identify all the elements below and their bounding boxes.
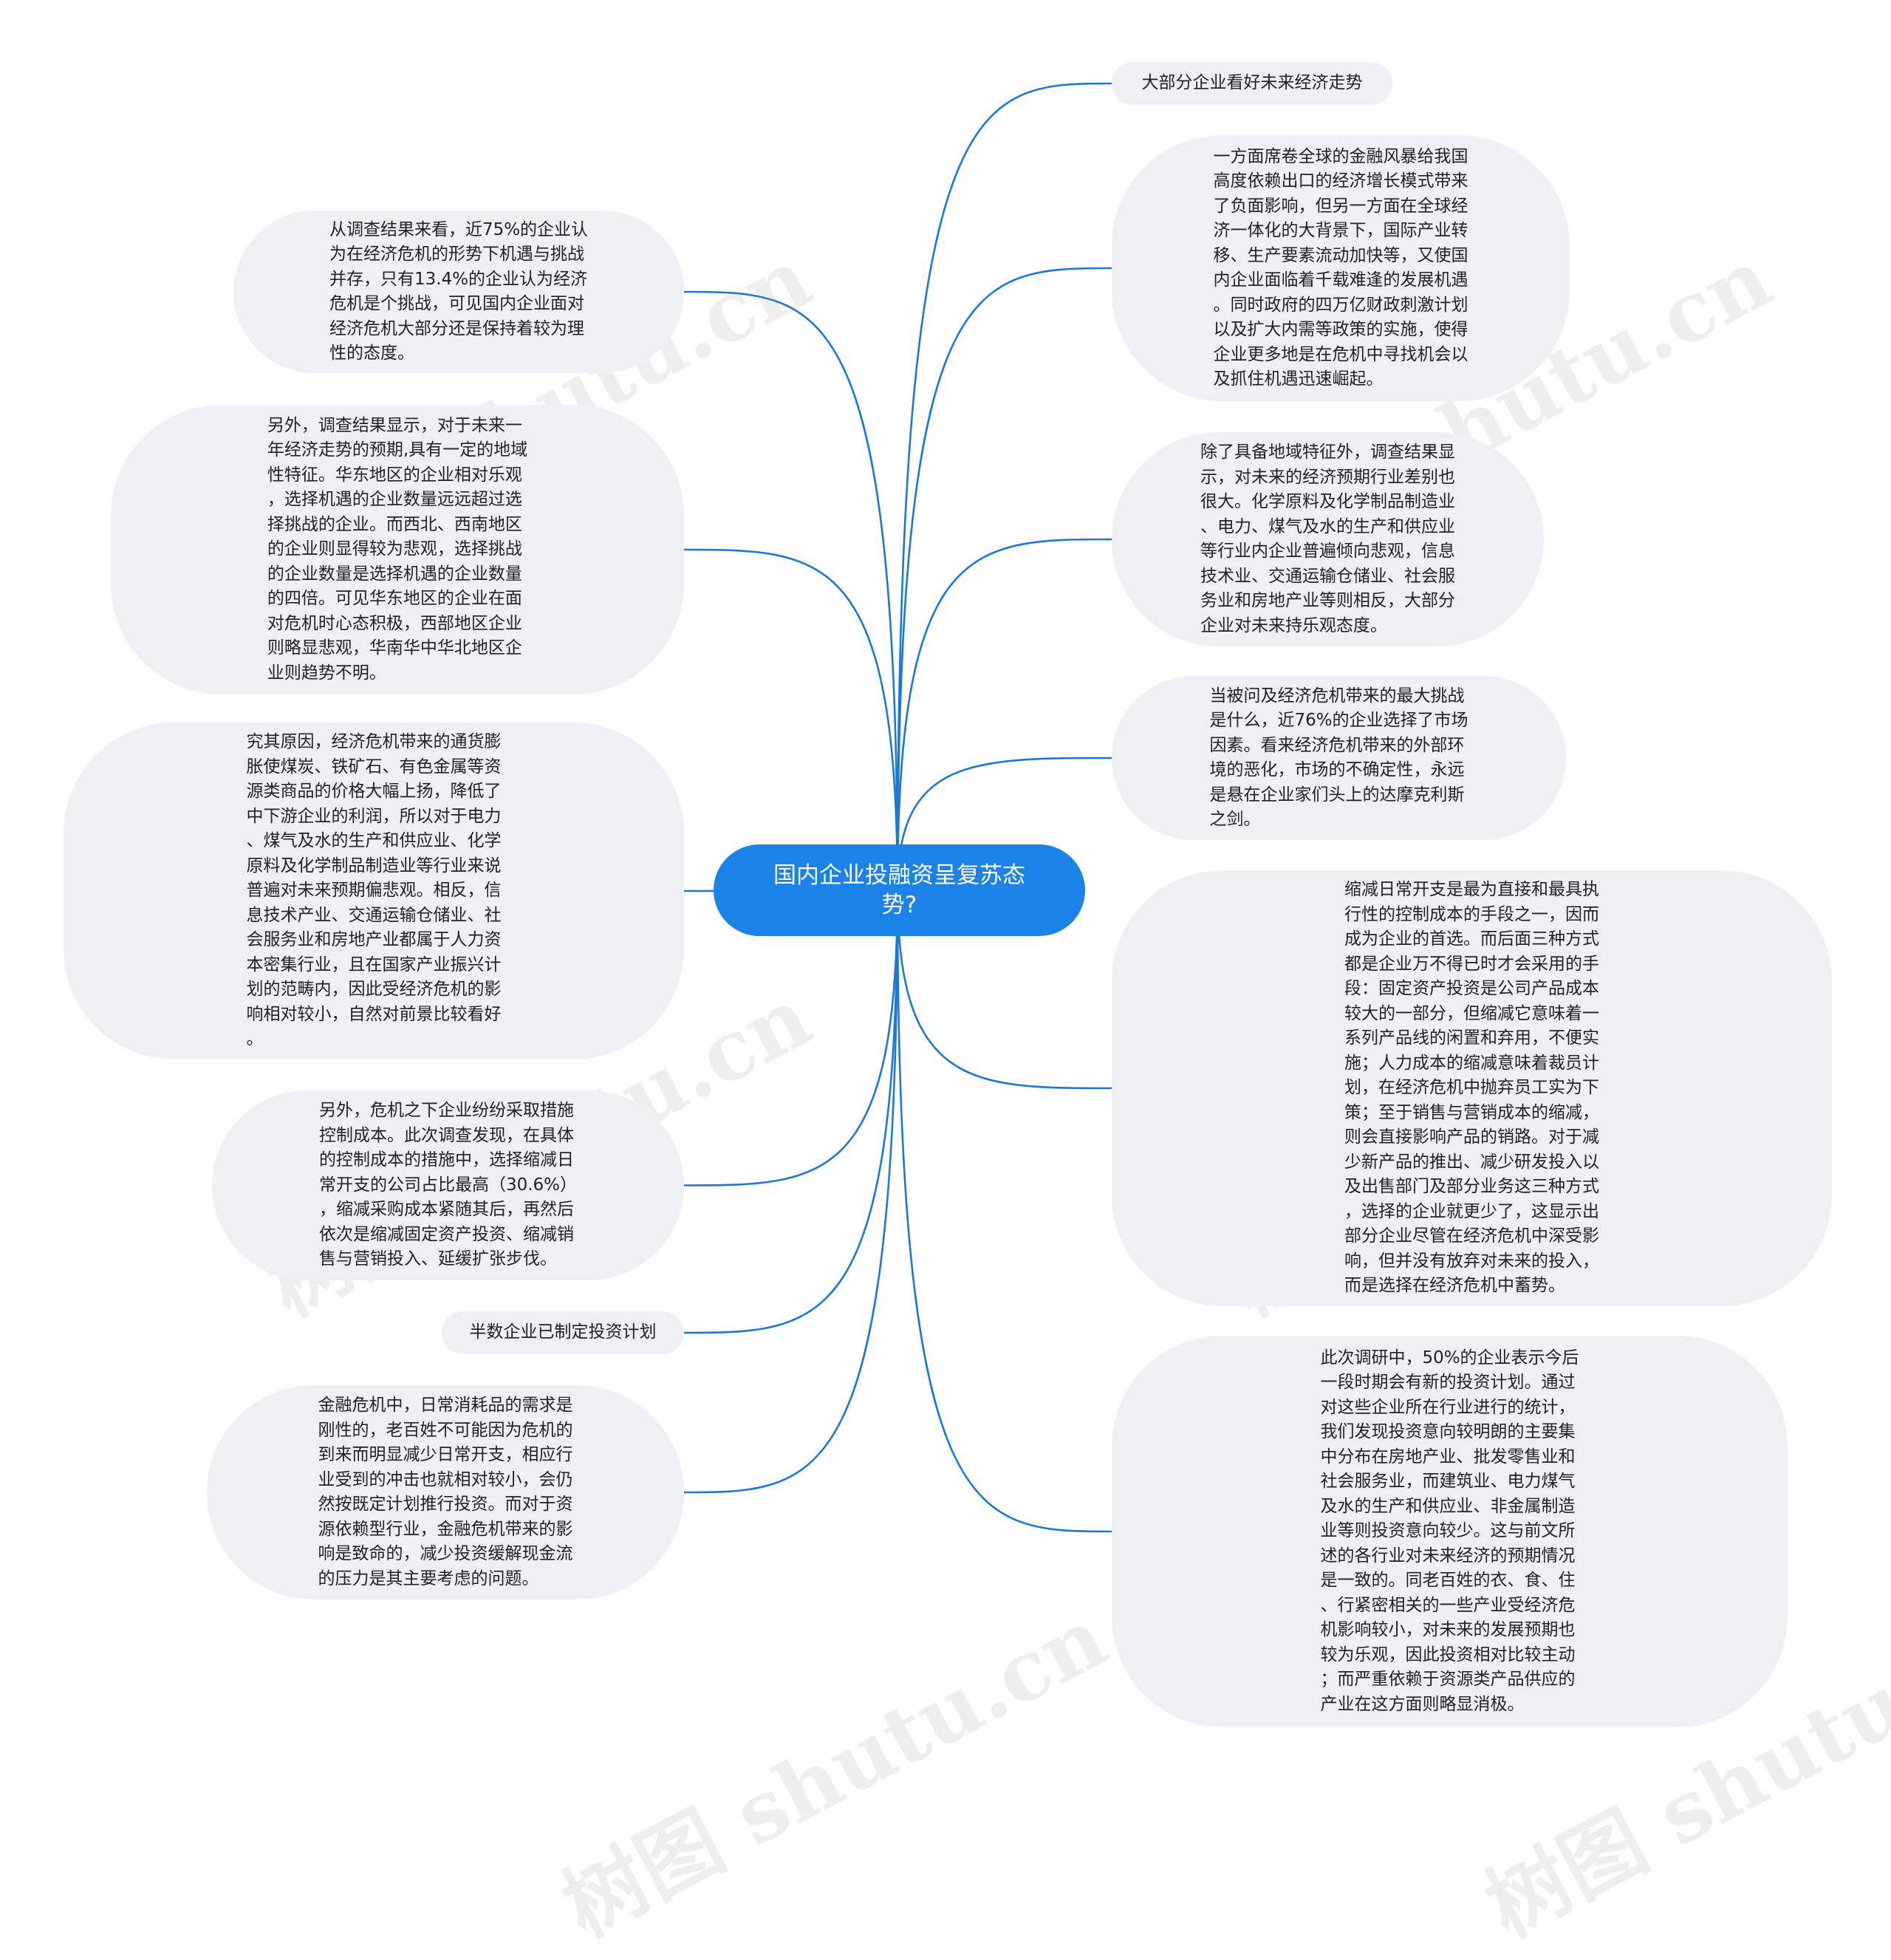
- topic-node-label: 另外，调查结果显示，对于未来一 年经济走势的预期,具有一定的地域 性特征。华东地…: [267, 415, 528, 683]
- topic-node-right-6[interactable]: 此次调研中，50%的企业表示今后 一段时期会有新的投资计划。通过 对这些企业所在…: [1112, 1336, 1788, 1727]
- connector-line: [683, 889, 899, 1186]
- connector-line: [683, 889, 899, 1334]
- connector-line: [683, 548, 899, 891]
- topic-node-label: 此次调研中，50%的企业表示今后 一段时期会有新的投资计划。通过 对这些企业所在…: [1320, 1348, 1579, 1714]
- topic-node-label: 大部分企业看好未来经济走势: [1141, 73, 1363, 93]
- topic-node-label: 金融危机中，日常消耗品的需求是 刚性的，老百姓不可能因为危机的 到来而明显减少日…: [318, 1396, 573, 1588]
- topic-node-right-2[interactable]: 一方面席卷全球的金融风暴给我国 高度依赖出口的经济增长模式带来 了负面影响，但另…: [1112, 135, 1570, 401]
- topic-node-left-3[interactable]: 究其原因，经济危机带来的通货膨 胀使煤炭、铁矿石、有色金属等资 源类商品的价格大…: [64, 723, 684, 1059]
- topic-node-right-3[interactable]: 除了具备地域特征外，调查结果显 示，对未来的经济预期行业差别也 很大。化学原料及…: [1112, 432, 1544, 646]
- topic-node-left-2[interactable]: 另外，调查结果显示，对于未来一 年经济走势的预期,具有一定的地域 性特征。华东地…: [111, 405, 684, 694]
- topic-node-label: 另外，危机之下企业纷纷采取措施 控制成本。此次调查发现，在具体 的控制成本的措施…: [318, 1101, 578, 1269]
- topic-node-label: 究其原因，经济危机带来的通货膨 胀使煤炭、铁矿石、有色金属等资 源类商品的价格大…: [246, 732, 502, 1049]
- connector-line: [896, 889, 1112, 1533]
- topic-node-left-5[interactable]: 半数企业已制定投资计划: [442, 1311, 684, 1354]
- connector-line: [896, 889, 1112, 1090]
- topic-node-label: 缩减日常开支是最为直接和最具执 行性的控制成本的手段之一，因而 成为企业的首选。…: [1344, 880, 1599, 1296]
- connector-line: [683, 290, 899, 891]
- topic-node-left-1[interactable]: 从调查结果来看，近75%的企业认 为在经济危机的形势下机遇与挑战 并存，只有13…: [233, 211, 684, 373]
- topic-node-label: 一方面席卷全球的金融风暴给我国 高度依赖出口的经济增长模式带来 了负面影响，但另…: [1213, 146, 1468, 389]
- connector-line: [896, 757, 1112, 891]
- connector-line: [896, 82, 1112, 891]
- topic-node-right-5[interactable]: 缩减日常开支是最为直接和最具执 行性的控制成本的手段之一，因而 成为企业的首选。…: [1112, 870, 1832, 1306]
- root-topic-label: 国内企业投融资呈复苏态 势?: [773, 862, 1025, 918]
- root-topic[interactable]: 国内企业投融资呈复苏态 势?: [714, 844, 1085, 936]
- topic-node-right-1[interactable]: 大部分企业看好未来经济走势: [1112, 62, 1392, 105]
- topic-node-left-6[interactable]: 金融危机中，日常消耗品的需求是 刚性的，老百姓不可能因为危机的 到来而明显减少日…: [207, 1385, 684, 1599]
- connector-line: [896, 267, 1112, 891]
- connector-line: [683, 889, 899, 1494]
- topic-node-label: 从调查结果来看，近75%的企业认 为在经济危机的形势下机遇与挑战 并存，只有13…: [329, 219, 589, 363]
- mind-map: 树图 shutu.cn 树图 shutu.cn 树图 shutu.cn 树图 s…: [64, 62, 1891, 1956]
- topic-node-label: 当被问及经济危机带来的最大挑战 是什么，近76%的企业选择了市场 因素。看来经济…: [1209, 686, 1468, 830]
- topic-node-right-4[interactable]: 当被问及经济危机带来的最大挑战 是什么，近76%的企业选择了市场 因素。看来经济…: [1112, 676, 1566, 840]
- topic-node-left-4[interactable]: 另外，危机之下企业纷纷采取措施 控制成本。此次调查发现，在具体 的控制成本的措施…: [212, 1090, 684, 1280]
- connector-lines: [683, 82, 1112, 1533]
- connector-line: [896, 538, 1112, 891]
- topic-node-label: 半数企业已制定投资计划: [469, 1322, 657, 1342]
- topic-node-label: 除了具备地域特征外，调查结果显 示，对未来的经济预期行业差别也 很大。化学原料及…: [1200, 443, 1455, 635]
